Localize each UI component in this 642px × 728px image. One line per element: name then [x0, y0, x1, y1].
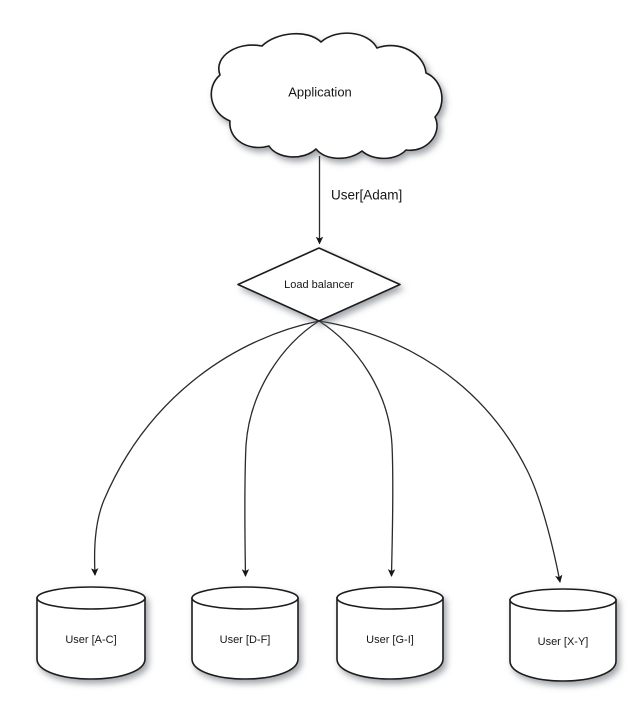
db-df-label: User [D-F] — [220, 634, 271, 646]
node-load-balancer[interactable]: Load balancer — [237, 247, 401, 322]
application-cloud-shape — [210, 32, 443, 160]
load-balancer-label: Load balancer — [284, 279, 354, 291]
db-df-cylinder-top — [191, 586, 299, 610]
edge-load-balancer-to-db-df — [241, 320, 320, 577]
db-gi-label: User [G-I] — [366, 634, 414, 646]
db-df-cylinder-body — [191, 597, 299, 680]
load-balancer-diamond-shape — [237, 247, 401, 322]
edge-load-balancer-to-db-xy — [318, 320, 563, 583]
node-application[interactable]: Application — [210, 32, 443, 160]
edge-load-balancer-to-db-ac — [90, 320, 320, 576]
db-ac-label: User [A-C] — [65, 634, 116, 646]
db-xy-cylinder-top — [509, 588, 617, 612]
node-db-gi[interactable]: User [G-I] — [336, 586, 444, 680]
node-db-xy[interactable]: User [X-Y] — [509, 588, 617, 682]
node-db-ac[interactable]: User [A-C] — [36, 586, 146, 680]
edge-label-user-adam: User[Adam] — [331, 188, 402, 203]
db-xy-cylinder-body — [509, 599, 617, 682]
edge-group-load-balancer-to-databases — [90, 320, 563, 583]
db-ac-cylinder-body — [36, 597, 146, 680]
db-xy-label: User [X-Y] — [538, 636, 589, 648]
db-gi-cylinder-body — [336, 597, 444, 680]
edge-application-to-load-balancer: User[Adam] — [315, 156, 402, 245]
db-gi-cylinder-top — [336, 586, 444, 610]
application-label: Application — [288, 84, 352, 99]
edge-load-balancer-to-db-gi — [318, 320, 396, 577]
db-ac-cylinder-top — [36, 586, 146, 610]
node-db-df[interactable]: User [D-F] — [191, 586, 299, 680]
